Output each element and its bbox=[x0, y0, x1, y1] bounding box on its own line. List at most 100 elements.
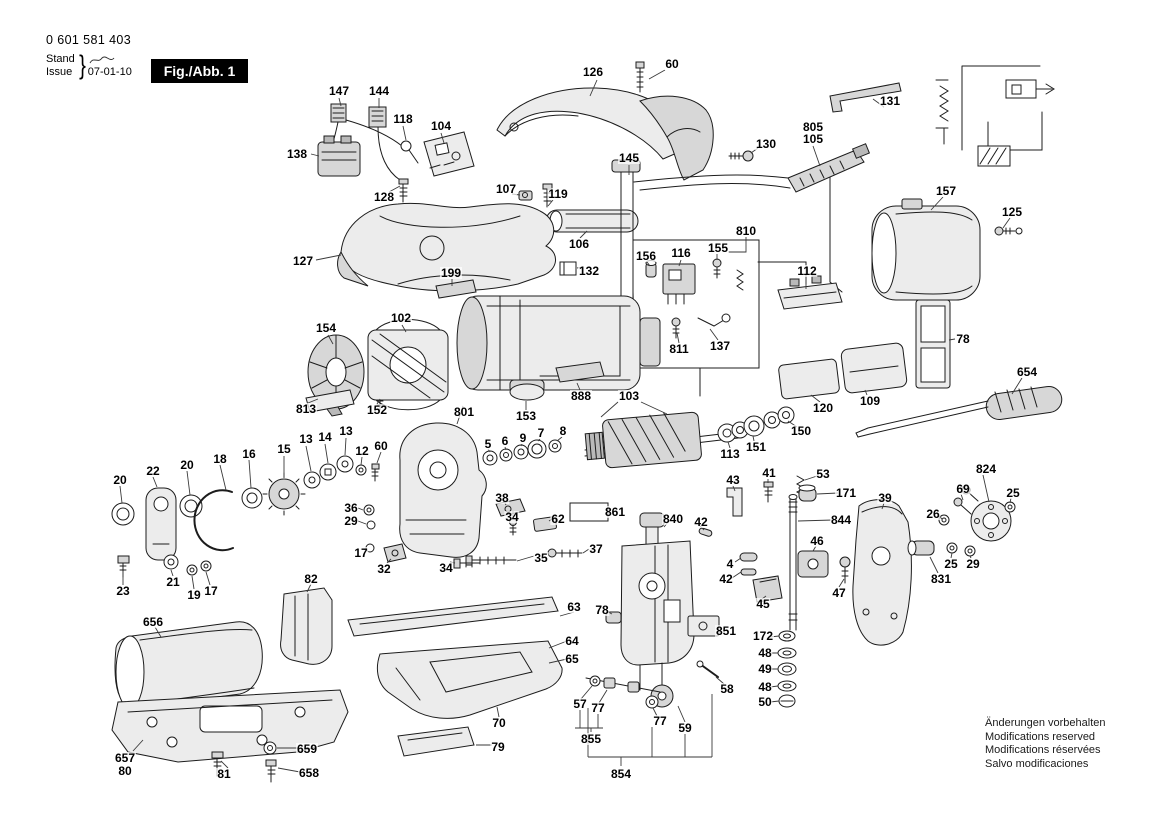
part-ring-20b bbox=[179, 494, 203, 518]
part-cover-39 bbox=[852, 499, 912, 646]
part-bolt-23 bbox=[117, 555, 130, 578]
part-plate-851 bbox=[687, 615, 720, 637]
part-screw-811 bbox=[671, 317, 681, 339]
part-screw-119 bbox=[542, 183, 553, 208]
part-rollers-57-77 bbox=[585, 675, 661, 709]
part-washer-17a bbox=[200, 560, 212, 572]
part-module-112 bbox=[777, 275, 843, 310]
footer-notes: Änderungen vorbehalten Modifications res… bbox=[985, 717, 1105, 771]
part-washer-36 bbox=[363, 504, 375, 516]
figure-label-box: Fig./Abb. 1 bbox=[151, 59, 248, 83]
stand-label: Stand bbox=[46, 52, 75, 65]
part-clip-132 bbox=[559, 261, 577, 276]
part-tube-656 bbox=[114, 621, 263, 709]
part-number: 0 601 581 403 bbox=[46, 33, 132, 47]
part-screw-41 bbox=[763, 481, 774, 503]
part-washer-13a bbox=[303, 471, 321, 489]
part-cap-153 bbox=[509, 379, 545, 401]
part-terminal-118 bbox=[400, 140, 419, 164]
note-spanish: Salvo modificaciones bbox=[985, 757, 1089, 770]
part-bracket-43 bbox=[726, 487, 743, 517]
part-ring-16 bbox=[241, 487, 263, 509]
part-clamp-46 bbox=[797, 550, 829, 578]
part-washer-5 bbox=[482, 450, 498, 466]
part-washer-29a bbox=[366, 520, 376, 530]
part-base-plate-70 bbox=[376, 640, 563, 719]
part-rod-844 bbox=[788, 494, 798, 631]
part-sleeve-831 bbox=[907, 540, 935, 556]
part-nozzle-78b bbox=[605, 611, 622, 624]
part-switch-138 bbox=[317, 135, 361, 177]
part-flange-824 bbox=[970, 500, 1012, 542]
part-rings-150 bbox=[763, 406, 795, 429]
switch-assembly-box bbox=[632, 239, 760, 369]
part-tube-106 bbox=[545, 209, 639, 233]
part-insert-63 bbox=[347, 596, 559, 637]
part-screw-128 bbox=[398, 178, 409, 203]
part-cord-protector-805 bbox=[787, 143, 871, 193]
part-label-plate-120 bbox=[778, 358, 840, 400]
part-screw-37 bbox=[547, 548, 583, 558]
part-motor-housing-157 bbox=[871, 198, 981, 301]
part-washer-19 bbox=[186, 564, 198, 576]
part-washer-21 bbox=[163, 554, 179, 570]
part-top-handle bbox=[496, 87, 714, 181]
note-german: Änderungen vorbehalten bbox=[985, 717, 1106, 729]
title-block: 0 601 581 403 Stand Issue } 07-01-10 bbox=[46, 33, 132, 81]
part-nut-50 bbox=[778, 694, 796, 708]
part-washer-25b bbox=[946, 542, 958, 554]
figure-label: Fig./Abb. 1 bbox=[163, 63, 236, 79]
part-screw-35 bbox=[465, 555, 517, 566]
part-switch-116 bbox=[662, 263, 696, 305]
part-ring-20a bbox=[111, 502, 135, 526]
part-ring-151 bbox=[743, 415, 765, 437]
part-spring-contact bbox=[736, 269, 744, 291]
part-gear-housing-127 bbox=[337, 202, 556, 292]
part-screw-47 bbox=[839, 556, 851, 584]
part-gear-14 bbox=[319, 463, 337, 481]
part-bearing-113 bbox=[717, 421, 749, 443]
part-channel-82 bbox=[280, 587, 333, 665]
part-nut-107 bbox=[518, 190, 533, 201]
note-french: Modifications réservées bbox=[985, 744, 1101, 756]
part-washer-13b bbox=[336, 455, 354, 473]
part-screw-60-top bbox=[635, 61, 645, 93]
part-screw-155 bbox=[712, 258, 722, 279]
part-washer-8 bbox=[548, 439, 562, 453]
part-screw-34b bbox=[453, 558, 481, 569]
part-foot-plate-657 bbox=[111, 689, 349, 763]
part-screwdriver-654 bbox=[855, 386, 1063, 438]
issue-label: Issue bbox=[46, 65, 73, 78]
part-washer-26 bbox=[938, 514, 950, 526]
part-washer-659 bbox=[263, 741, 277, 755]
part-bracket-38 bbox=[495, 498, 526, 517]
part-screw-81 bbox=[211, 751, 224, 777]
part-screw-658 bbox=[265, 759, 277, 783]
part-box-861 bbox=[569, 502, 609, 522]
revision-block: Stand Issue } 07-01-10 bbox=[46, 50, 132, 81]
inset-technical-sketch bbox=[935, 65, 1055, 167]
part-pin-58 bbox=[696, 660, 719, 678]
part-washer-6 bbox=[499, 448, 513, 462]
part-bearing-49 bbox=[777, 662, 797, 676]
brace-glyph: } bbox=[78, 50, 86, 80]
part-washer-29b bbox=[964, 545, 976, 557]
part-lever-137 bbox=[697, 313, 731, 327]
stamp-icon bbox=[89, 56, 115, 63]
part-nameplate-78 bbox=[915, 299, 951, 389]
leader-lines bbox=[119, 69, 1023, 773]
part-allen-key-131 bbox=[829, 82, 902, 113]
part-bracket-32 bbox=[383, 543, 407, 563]
revision-date: 07-01-10 bbox=[87, 65, 132, 78]
part-plate-62 bbox=[533, 516, 557, 532]
part-plate-199 bbox=[435, 279, 477, 299]
part-washer-48a bbox=[777, 647, 797, 659]
part-pin-42b bbox=[740, 568, 757, 576]
part-sleeve-171 bbox=[798, 484, 817, 502]
part-circlip-18 bbox=[193, 489, 234, 552]
part-screw-130 bbox=[728, 150, 754, 162]
part-washer-172 bbox=[778, 630, 796, 642]
part-stator-102 bbox=[367, 319, 449, 411]
part-armature-103 bbox=[584, 411, 739, 469]
